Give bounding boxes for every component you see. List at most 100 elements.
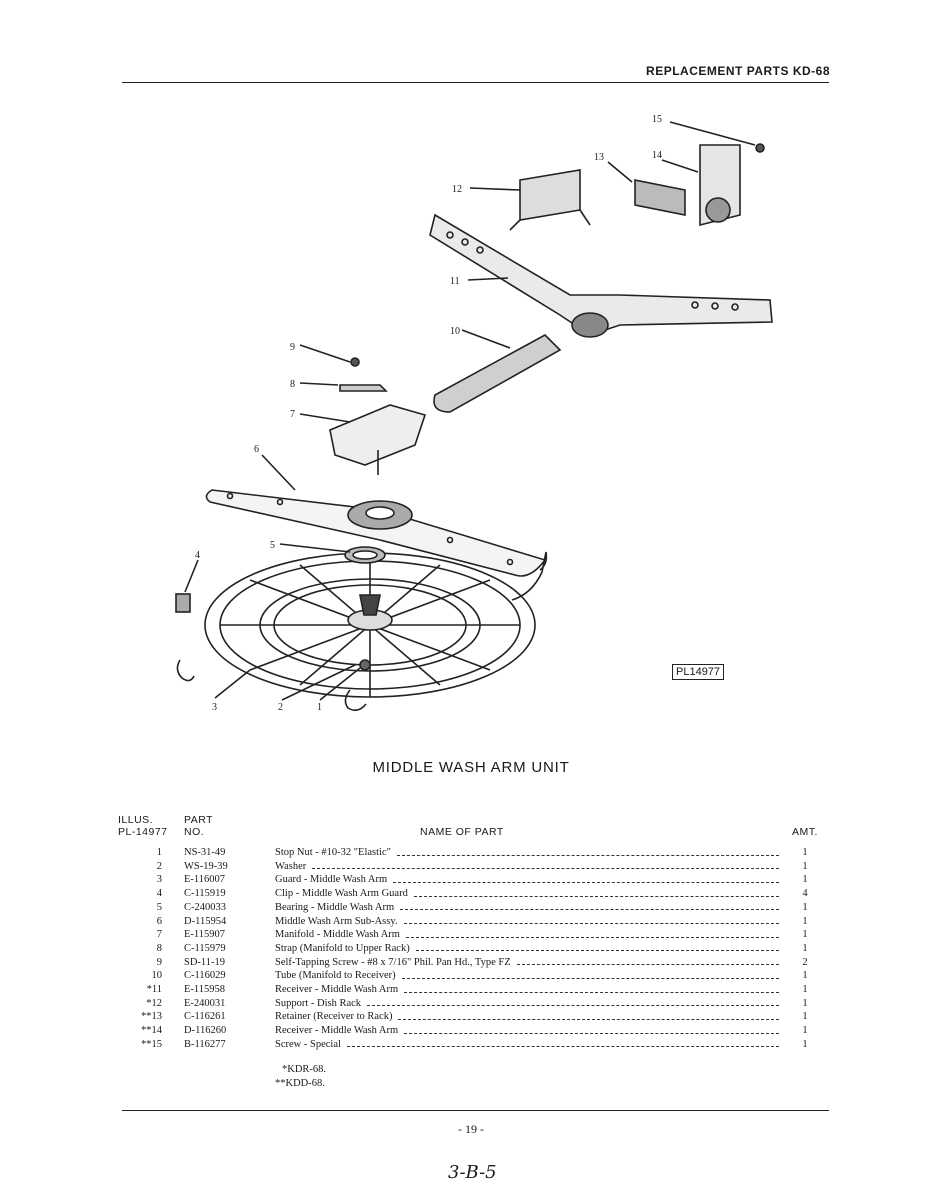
part-number: WS-19-39 <box>184 860 228 872</box>
page-header-title: REPLACEMENT PARTS KD-68 <box>646 64 830 78</box>
part-number: C-115979 <box>184 942 226 954</box>
footer-rule <box>122 1110 829 1111</box>
part-name: Screw - Special <box>275 1038 341 1050</box>
callout-1: 1 <box>317 702 322 713</box>
footnote-kdr: *KDR-68. <box>282 1064 327 1075</box>
figure-code: PL14977 <box>672 664 725 680</box>
part-name: Support - Dish Rack <box>275 997 362 1009</box>
part-name: Retainer (Receiver to Rack) <box>275 1011 393 1023</box>
leader-dashes <box>403 923 779 924</box>
illus-number: 6 <box>156 915 162 927</box>
part-name-cell: Tube (Manifold to Receiver) <box>275 969 783 983</box>
leader-dashes <box>413 895 779 897</box>
illus-number: 8 <box>156 942 162 954</box>
part-amount: 1 <box>802 1011 808 1023</box>
part-amount: 1 <box>802 901 808 913</box>
part-name: Bearing - Middle Wash Arm <box>275 901 395 913</box>
part-number: E-115907 <box>184 929 226 941</box>
part-amount: 1 <box>802 984 808 995</box>
leader-dashes <box>400 909 779 911</box>
illus-number: 7 <box>156 929 162 941</box>
parts-row: 5 C-240033 Bearing - Middle Wash Arm 1 <box>0 901 942 915</box>
callout-11: 11 <box>450 276 460 287</box>
part-name-cell: Middle Wash Arm Sub-Assy. <box>275 915 783 929</box>
illus-number: **14 <box>141 1025 162 1037</box>
leader-dashes <box>398 1018 779 1020</box>
part-amount: 1 <box>802 942 808 954</box>
leader-dashes <box>346 1046 779 1048</box>
part-header-line2: NO. <box>184 826 205 838</box>
part-amount: 1 <box>802 847 808 858</box>
part-name: Manifold - Middle Wash Arm <box>275 929 400 941</box>
header-rule <box>122 82 829 83</box>
part-header-line1: PART <box>184 814 214 826</box>
part-name-cell: Retainer (Receiver to Rack) <box>275 1010 783 1024</box>
part-name: Tube (Manifold to Receiver) <box>275 970 396 982</box>
part-name-cell: Stop Nut - #10-32 "Elastic" <box>275 846 783 860</box>
page-number: - 19 - <box>458 1122 484 1136</box>
part-name-cell: Guard - Middle Wash Arm <box>275 873 783 887</box>
illus-number: 4 <box>156 888 162 900</box>
callout-15: 15 <box>652 114 662 125</box>
part-name-cell: Receiver - Middle Wash Arm <box>275 1024 783 1038</box>
part-name: Guard - Middle Wash Arm <box>275 874 388 886</box>
callout-2: 2 <box>278 702 283 713</box>
callout-4: 4 <box>195 550 200 561</box>
exploded-parts-diagram: 15 13 14 12 11 10 9 8 7 6 5 4 3 2 1 <box>175 114 773 713</box>
leader-dashes <box>312 868 779 870</box>
part-name-cell: Support - Dish Rack <box>275 997 783 1011</box>
handwritten-note: 3-B-5 <box>448 1162 497 1183</box>
leader-dashes <box>404 1032 779 1034</box>
part-number: E-115958 <box>184 984 226 995</box>
leader-dashes <box>393 881 779 883</box>
callout-9: 9 <box>290 342 295 353</box>
callout-3: 3 <box>212 702 217 713</box>
part-number: C-240033 <box>184 901 226 913</box>
part-amount: 1 <box>802 997 808 1009</box>
part-name: Middle Wash Arm Sub-Assy. <box>275 915 398 927</box>
part-number: C-116261 <box>184 1011 226 1023</box>
part-amount: 4 <box>802 888 808 900</box>
leader-dashes <box>415 950 779 952</box>
part-name: Washer <box>275 860 307 872</box>
part-name-cell: Bearing - Middle Wash Arm <box>275 901 783 915</box>
parts-row: **13 C-116261 Retainer (Receiver to Rack) 1 <box>0 1010 942 1024</box>
part-number: SD-11-19 <box>184 956 226 968</box>
illus-number: *12 <box>146 997 162 1009</box>
callout-6: 6 <box>254 444 259 455</box>
leader-dashes <box>404 991 779 993</box>
part-name: Self-Tapping Screw - #8 x 7/16" Phil. Pa… <box>275 956 511 968</box>
illus-number: 1 <box>156 847 162 858</box>
part-number: D-115954 <box>184 915 227 927</box>
part-number: C-116029 <box>184 970 226 982</box>
part-name-cell: Self-Tapping Screw - #8 x 7/16" Phil. Pa… <box>275 956 783 970</box>
illus-header-line2: PL-14977 <box>118 826 168 838</box>
parts-row: 1 NS-31-49 Stop Nut - #10-32 "Elastic" 1 <box>0 846 942 860</box>
leader-dashes <box>396 854 779 856</box>
part-name-cell: Manifold - Middle Wash Arm <box>275 928 783 942</box>
part-name: Receiver - Middle Wash Arm <box>275 984 399 995</box>
part-amount: 1 <box>802 1025 808 1037</box>
illus-number: **13 <box>141 1011 162 1023</box>
part-name-cell: Washer <box>275 860 783 874</box>
footnote-kdd: **KDD-68. <box>275 1078 325 1089</box>
part-amount: 1 <box>802 929 808 941</box>
illus-number: 3 <box>156 874 162 886</box>
part-amount: 1 <box>802 860 808 872</box>
callout-7: 7 <box>290 409 295 420</box>
illus-number: 5 <box>156 901 162 913</box>
part-name-cell: Screw - Special <box>275 1038 783 1052</box>
part-name-cell: Clip - Middle Wash Arm Guard <box>275 887 783 901</box>
illus-number: 2 <box>156 860 162 872</box>
part-number: NS-31-49 <box>184 847 226 858</box>
parts-row: 7 E-115907 Manifold - Middle Wash Arm 1 <box>0 928 942 942</box>
part-name-cell: Receiver - Middle Wash Arm <box>275 983 783 997</box>
leader-dashes <box>367 1005 779 1007</box>
